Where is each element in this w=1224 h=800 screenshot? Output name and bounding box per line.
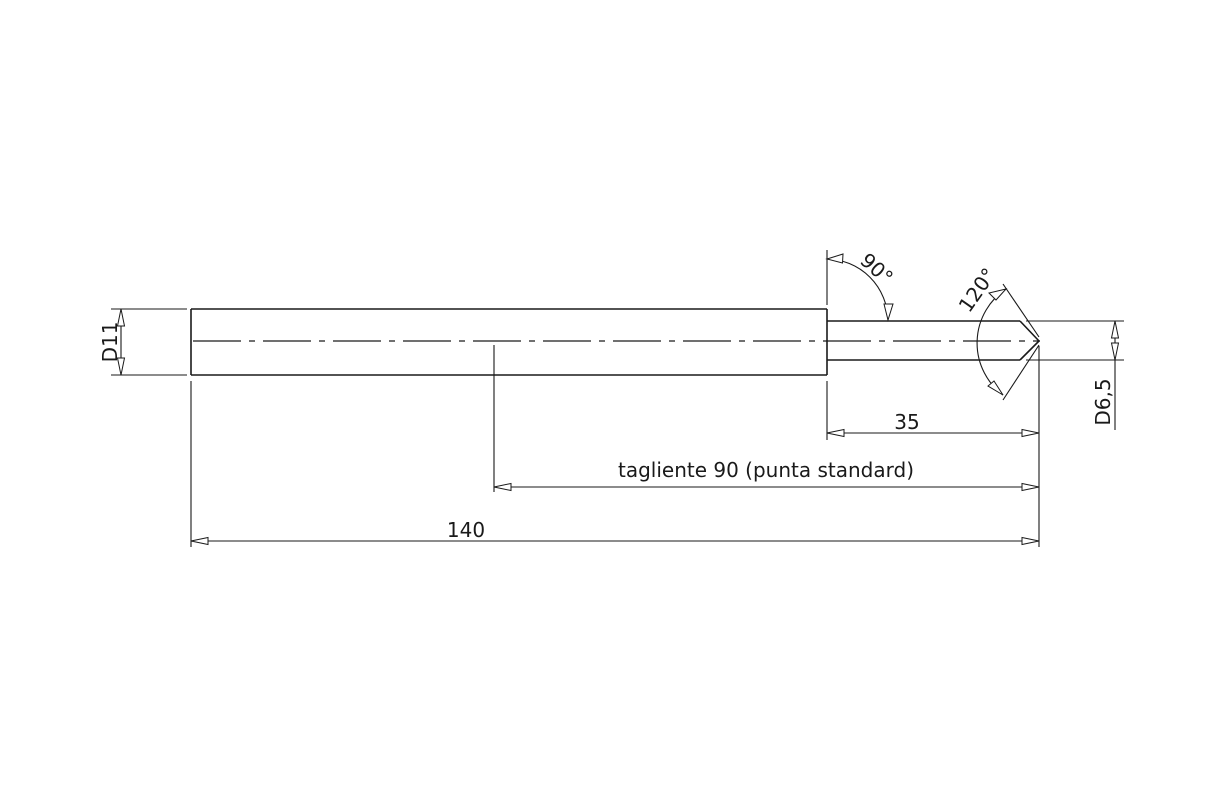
tip-diameter-label: D6,5 [1091,378,1115,425]
total-length-dimension: 140 [190,518,1040,546]
total-length-label: 140 [447,518,485,542]
shank-body [190,308,828,376]
tip-length-dimension: 35 [826,410,1040,438]
tip-body [827,320,1040,361]
shoulder-angle-label: 90° [855,248,897,290]
shank-diameter-label: D11 [98,322,122,363]
point-angle-label: 120° [954,263,1001,316]
cutting-length-dimension: tagliente 90 (punta standard) [493,458,1040,492]
cutting-length-label: tagliente 90 (punta standard) [618,458,914,482]
tip-length-label: 35 [894,410,919,434]
extension-lines [190,345,1040,547]
point-angle-dimension: 120° [954,263,1040,401]
tip-diameter-dimension: D6,5 [1026,320,1124,430]
shoulder-angle-dimension: 90° [825,248,898,322]
shank-diameter-dimension: D11 [98,308,187,376]
